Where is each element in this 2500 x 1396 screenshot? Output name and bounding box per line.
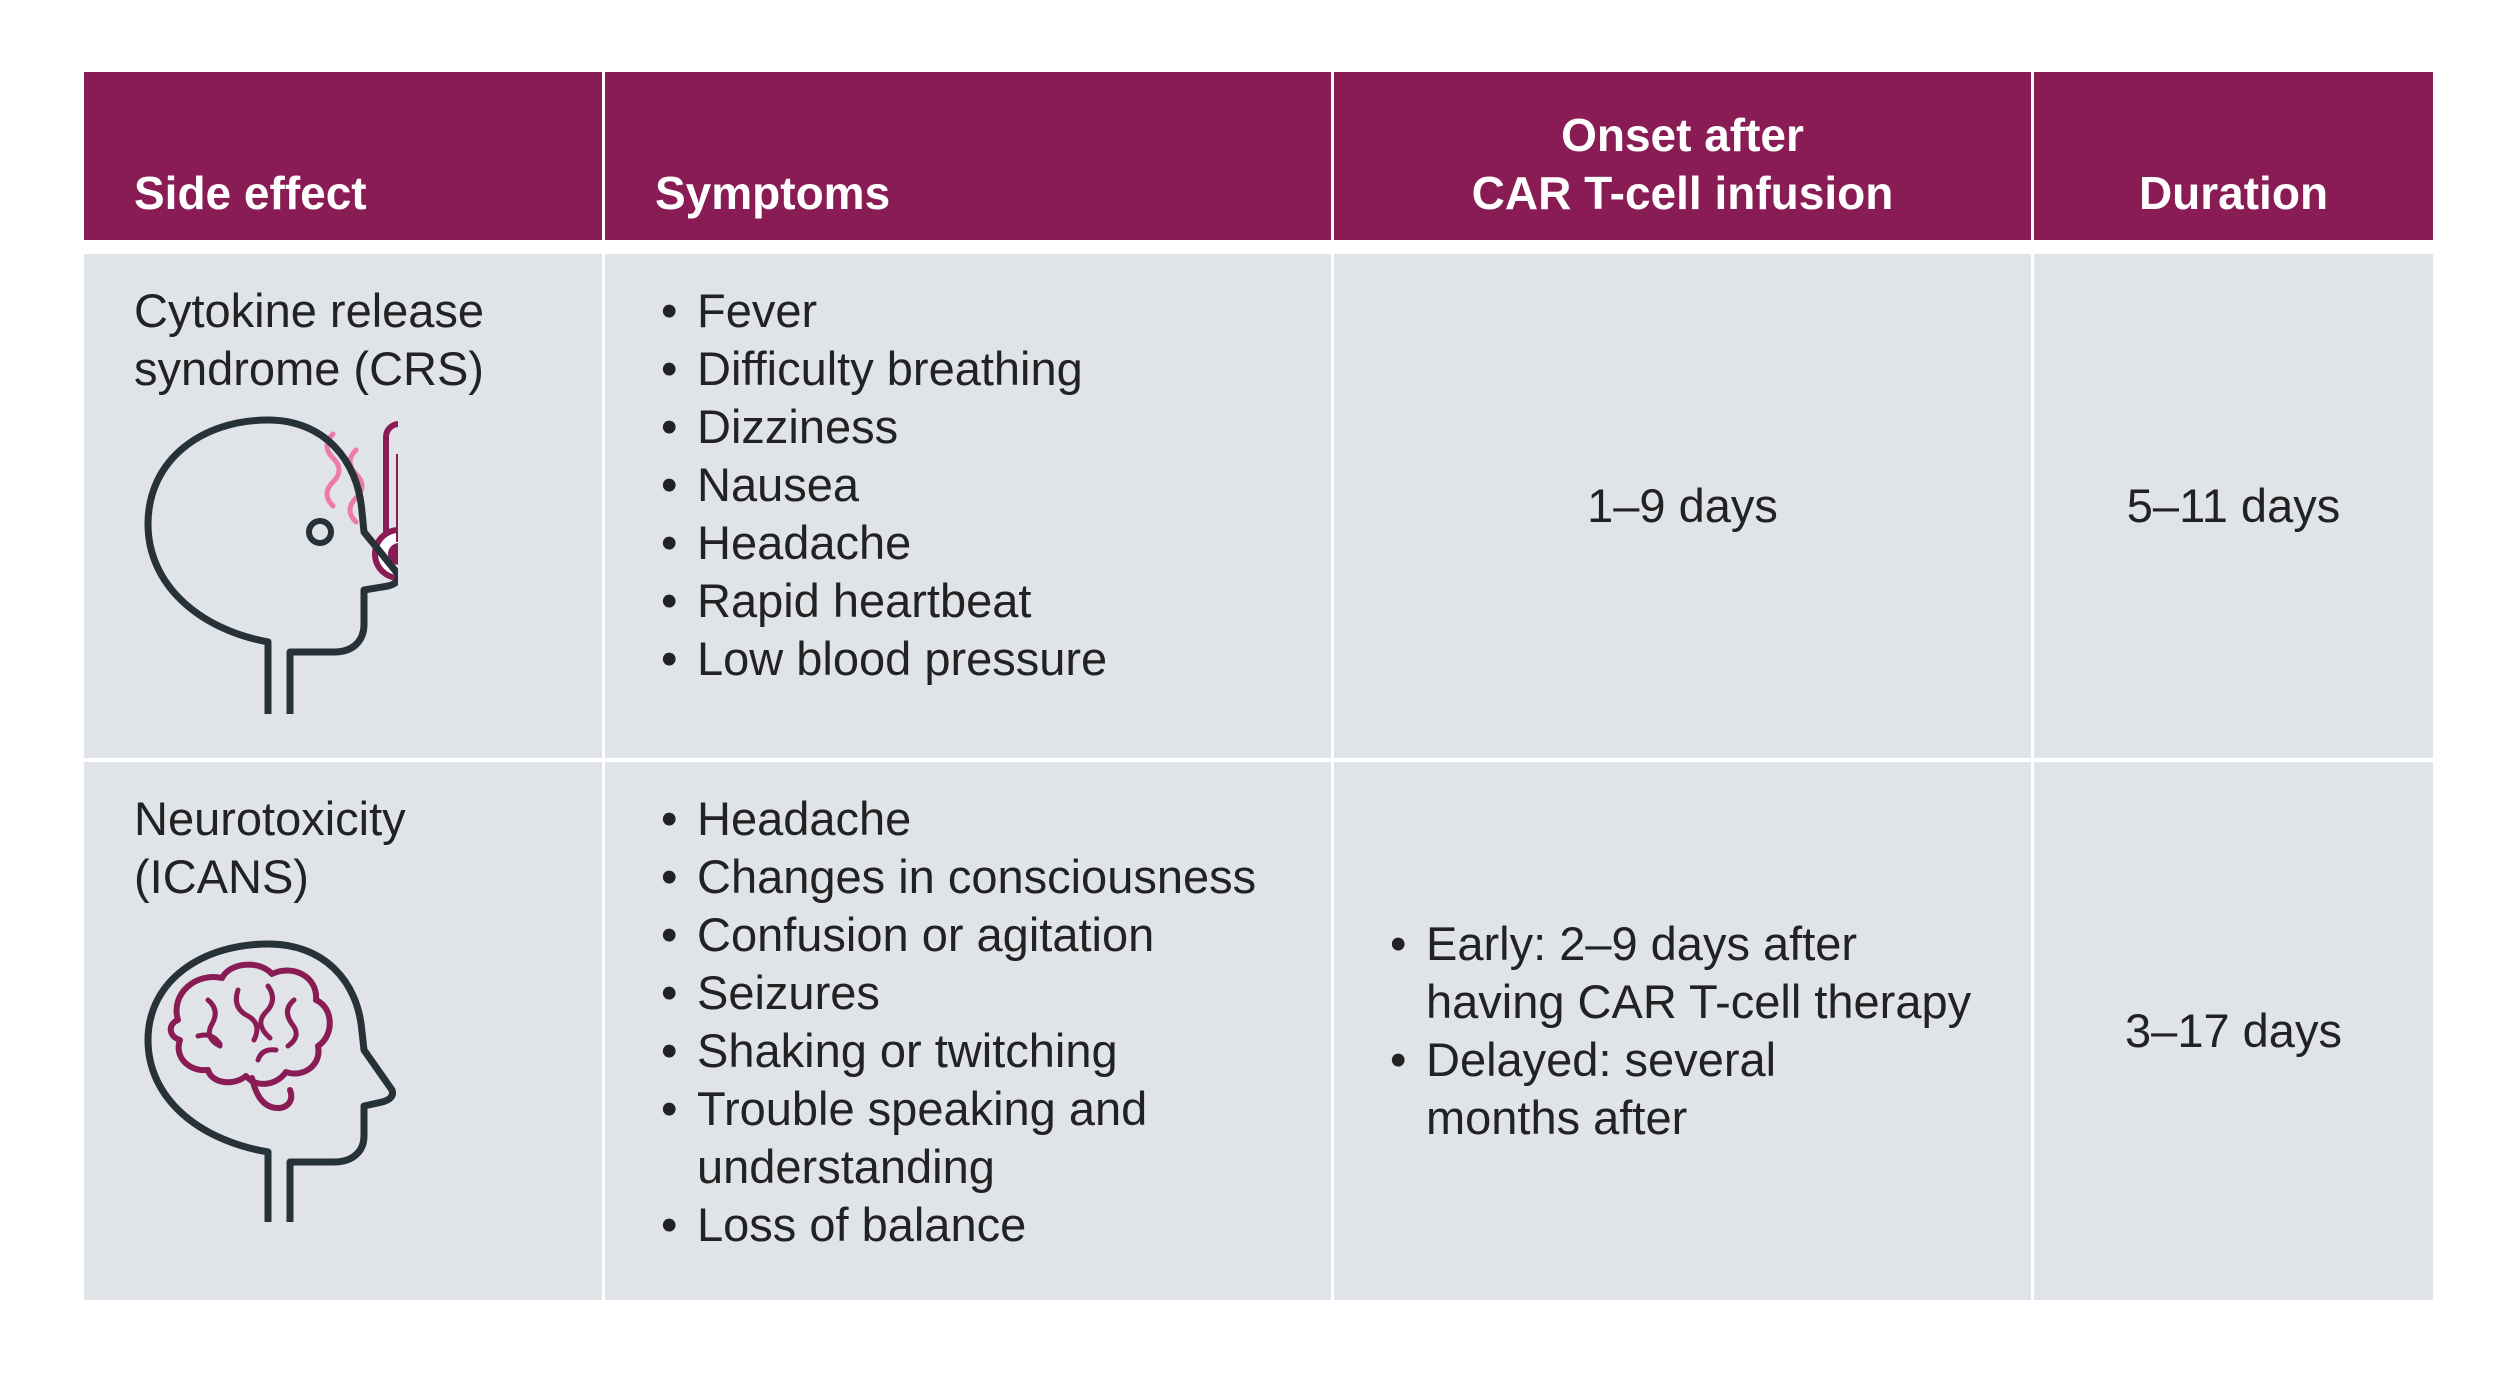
- list-item: Early: 2–9 days after having CAR T-cell …: [1390, 915, 1990, 1031]
- list-item: Headache: [661, 790, 1331, 848]
- header-duration: Duration: [2034, 72, 2433, 240]
- crs-onset-cell: 1–9 days: [1334, 254, 2031, 758]
- list-item: Shaking or twitching: [661, 1022, 1331, 1080]
- crs-duration-value: 5–11 days: [2126, 479, 2341, 532]
- side-effects-table: Side effect Symptoms Onset after CAR T-c…: [84, 72, 2433, 1325]
- crs-symptoms-cell: Fever Difficulty breathing Dizziness Nau…: [605, 254, 1331, 758]
- icans-onset-cell: Early: 2–9 days after having CAR T-cell …: [1334, 762, 2031, 1300]
- header-side-effect: Side effect: [84, 72, 602, 240]
- list-item: Seizures: [661, 964, 1331, 1022]
- icans-symptoms-cell: Headache Changes in consciousness Confus…: [605, 762, 1331, 1300]
- list-item: Dizziness: [661, 398, 1331, 456]
- icans-side-effect-cell: Neurotoxicity (ICANS): [84, 762, 602, 1300]
- list-item: Trouble speaking and understanding: [661, 1080, 1257, 1196]
- head-with-thermometer-icon: [138, 414, 426, 737]
- crs-name: Cytokine release syndrome (CRS): [134, 284, 485, 395]
- list-item: Headache: [661, 514, 1331, 572]
- icans-duration-value: 3–17 days: [2125, 1004, 2342, 1057]
- list-item: Fever: [661, 282, 1331, 340]
- list-item: Delayed: several months after: [1390, 1031, 1846, 1147]
- icans-name: Neurotoxicity (ICANS): [134, 792, 406, 903]
- header-onset: Onset after CAR T-cell infusion: [1334, 72, 2031, 240]
- crs-side-effect-cell: Cytokine release syndrome (CRS): [84, 254, 602, 758]
- crs-symptom-list: Fever Difficulty breathing Dizziness Nau…: [661, 282, 1331, 688]
- list-item: Confusion or agitation: [661, 906, 1331, 964]
- icans-duration-cell: 3–17 days: [2034, 762, 2433, 1300]
- crs-onset-value: 1–9 days: [1587, 479, 1778, 532]
- list-item: Difficulty breathing: [661, 340, 1331, 398]
- list-item: Rapid heartbeat: [661, 572, 1331, 630]
- header-symptoms: Symptoms: [605, 72, 1331, 240]
- icans-symptom-list: Headache Changes in consciousness Confus…: [661, 790, 1331, 1254]
- crs-duration-cell: 5–11 days: [2034, 254, 2433, 758]
- list-item: Loss of balance: [661, 1196, 1331, 1254]
- list-item: Low blood pressure: [661, 630, 1331, 688]
- icans-onset-list: Early: 2–9 days after having CAR T-cell …: [1390, 915, 1990, 1147]
- list-item: Nausea: [661, 456, 1331, 514]
- head-with-brain-icon: [138, 940, 398, 1253]
- list-item: Changes in consciousness: [661, 848, 1331, 906]
